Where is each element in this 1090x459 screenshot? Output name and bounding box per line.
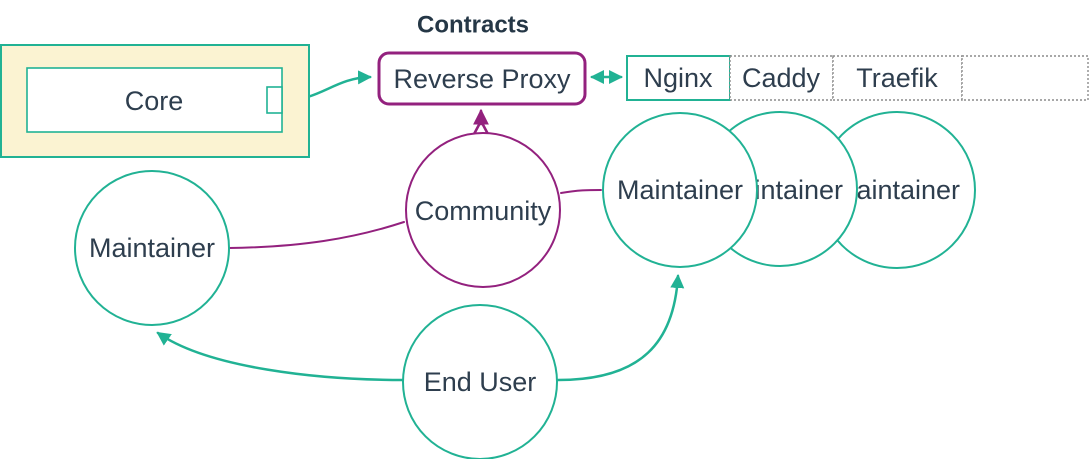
edge-end-user-to-maintainer-right (556, 274, 685, 382)
proxy-label-nginx: Nginx (643, 63, 713, 93)
community-label: Community (415, 196, 552, 226)
proxy-box-caddy (729, 55, 834, 101)
community-circle (405, 132, 561, 288)
maintainer-left-circle (74, 170, 230, 326)
reverse-proxy-label: Reverse Proxy (393, 64, 571, 94)
proxy-label-caddy: Caddy (742, 63, 821, 93)
reverse-proxy-box (377, 51, 587, 106)
maintainer-right-1-label: Maintainer (617, 175, 743, 205)
core-port (266, 86, 283, 114)
diagram-title: Contracts (417, 12, 529, 39)
proxy-box-nginx (626, 55, 731, 101)
proxy-label-traefik: Traefik (856, 63, 938, 93)
proxy-box-empty (961, 55, 1089, 101)
edge-end-user-to-maintainer-left (156, 331, 406, 382)
edge-maintainer-left-community (228, 221, 405, 249)
end-user-label: End User (424, 367, 537, 397)
proxy-box-traefik (832, 55, 963, 101)
end-user-circle (402, 304, 558, 459)
core-node-box (26, 67, 283, 133)
core-node-label: Core (125, 86, 184, 116)
edge-community-maintainer-right (560, 189, 602, 194)
maintainer-left-label: Maintainer (89, 233, 215, 263)
maintainer-right-1-circle (602, 112, 758, 268)
